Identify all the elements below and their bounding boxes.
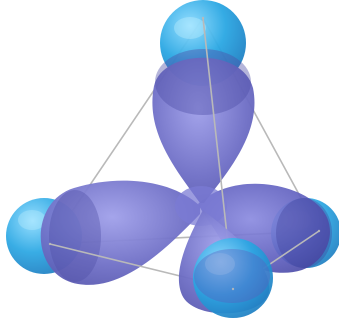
vertex-left	[49, 243, 51, 245]
vertex-front	[232, 288, 234, 290]
orbital-lobe-back-right-cap	[276, 198, 332, 268]
vertex-right	[318, 230, 320, 232]
vertex-top	[202, 17, 204, 19]
orbital-lobe-top-cap	[155, 49, 251, 115]
orbital-lobe-left-cap	[49, 190, 101, 282]
orbital-lobe-front-bottom-cap	[194, 249, 270, 303]
